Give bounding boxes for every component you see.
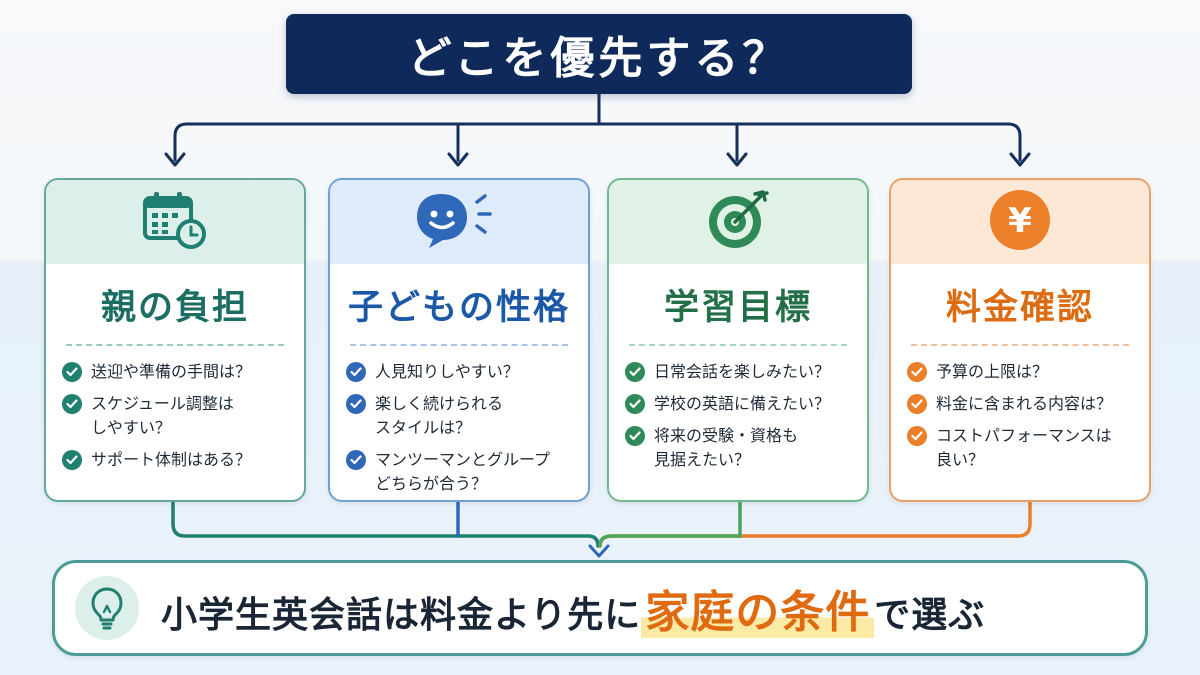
yen-symbol: ¥ bbox=[1008, 201, 1032, 241]
item-text: 人見知りしやすい？ bbox=[375, 362, 519, 381]
divider bbox=[66, 344, 284, 346]
title-text: どこを優先する？ bbox=[407, 33, 791, 84]
item-text: マンツーマンとグループ どちらが合う？ bbox=[375, 450, 551, 493]
card-title: 料金確認 bbox=[945, 288, 1094, 328]
list-item: 将来の受験・資格も 見据えたい？ bbox=[625, 424, 851, 472]
item-text: 送迎や準備の手間は？ bbox=[91, 362, 252, 381]
item-text: 料金に含まれる内容は？ bbox=[936, 394, 1113, 413]
list-item: 日常会話を楽しみたい？ bbox=[625, 360, 851, 384]
list-item: 楽しく続けられる スタイルは？ bbox=[346, 392, 572, 440]
conclusion-text: 小学生英会話は料金より先に家庭の条件で選ぶ bbox=[161, 576, 985, 640]
card-title: 子どもの性格 bbox=[347, 288, 570, 328]
list-item: コストパフォーマンスは 良い？ bbox=[907, 424, 1133, 472]
conclusion-suffix: で選ぶ bbox=[874, 595, 986, 636]
divider bbox=[911, 344, 1129, 346]
calendar-clock-icon bbox=[142, 190, 208, 254]
list-item: スケジュール調整は しやすい？ bbox=[62, 392, 288, 440]
divider bbox=[350, 344, 568, 346]
divider bbox=[629, 344, 847, 346]
check-icon bbox=[62, 394, 82, 414]
conclusion-box: 小学生英会話は料金より先に家庭の条件で選ぶ bbox=[52, 560, 1148, 656]
item-text: 楽しく続けられる スタイルは？ bbox=[375, 394, 504, 437]
card-title: 親の負担 bbox=[100, 288, 249, 328]
check-icon bbox=[625, 426, 645, 446]
check-icon bbox=[625, 394, 645, 414]
conclusion-prefix: 小学生英会話は料金より先に bbox=[161, 595, 642, 636]
target-arrow-icon bbox=[705, 189, 771, 255]
lightbulb-icon bbox=[75, 576, 139, 640]
card-header bbox=[330, 180, 588, 264]
conclusion-highlight: 家庭の条件 bbox=[641, 587, 875, 638]
item-text: 学校の英語に備えたい？ bbox=[654, 394, 831, 413]
yen-coin-icon: ¥ bbox=[988, 188, 1052, 256]
item-text: 日常会話を楽しみたい？ bbox=[654, 362, 831, 381]
item-text: サポート体制はある？ bbox=[91, 450, 252, 469]
smiling-speech-bubble-icon bbox=[411, 190, 507, 254]
card-learning-goals: 学習目標 日常会話を楽しみたい？ 学校の英語に備えたい？ 将来の受験・資格も 見… bbox=[607, 178, 869, 502]
check-icon bbox=[907, 362, 927, 382]
card-title: 学習目標 bbox=[663, 288, 812, 328]
card-parent-burden: 親の負担 送迎や準備の手間は？ スケジュール調整は しやすい？ サポート体制はあ… bbox=[44, 178, 306, 502]
item-text: コストパフォーマンスは 良い？ bbox=[936, 426, 1112, 469]
list-item: 人見知りしやすい？ bbox=[346, 360, 572, 384]
list-item: 学校の英語に備えたい？ bbox=[625, 392, 851, 416]
item-text: 予算の上限は？ bbox=[936, 362, 1049, 381]
check-icon bbox=[907, 426, 927, 446]
list-item: 送迎や準備の手間は？ bbox=[62, 360, 288, 384]
check-icon bbox=[346, 362, 366, 382]
card-header bbox=[609, 180, 867, 264]
check-icon bbox=[625, 362, 645, 382]
card-header bbox=[46, 180, 304, 264]
check-icon bbox=[62, 450, 82, 470]
item-text: 将来の受験・資格も 見据えたい？ bbox=[654, 426, 799, 469]
check-icon bbox=[346, 394, 366, 414]
list-item: 予算の上限は？ bbox=[907, 360, 1133, 384]
card-child-personality: 子どもの性格 人見知りしやすい？ 楽しく続けられる スタイルは？ マンツーマンと… bbox=[328, 178, 590, 502]
list-item: 料金に含まれる内容は？ bbox=[907, 392, 1133, 416]
card-fee-check: ¥ 料金確認 予算の上限は？ 料金に含まれる内容は？ コストパフォーマンスは 良… bbox=[889, 178, 1151, 502]
list-item: マンツーマンとグループ どちらが合う？ bbox=[346, 448, 572, 496]
card-header: ¥ bbox=[891, 180, 1149, 264]
list-item: サポート体制はある？ bbox=[62, 448, 288, 472]
check-icon bbox=[62, 362, 82, 382]
check-icon bbox=[907, 394, 927, 414]
title-banner: どこを優先する？ bbox=[286, 14, 912, 94]
check-icon bbox=[346, 450, 366, 470]
item-text: スケジュール調整は しやすい？ bbox=[91, 394, 234, 437]
